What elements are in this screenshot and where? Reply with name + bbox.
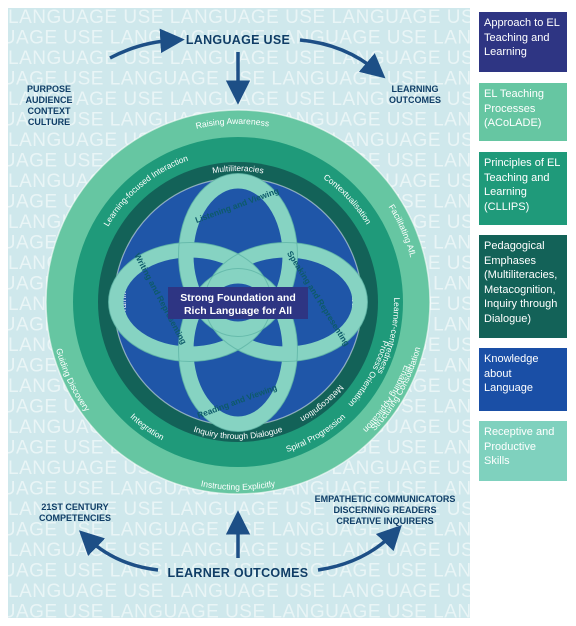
learning-outcomes-line-1: LEARNING [392, 84, 439, 94]
legend-approach: Approach to EL Teaching and Learning [479, 12, 567, 72]
watermark-row: LANGUAGE USE LANGUAGE USE LANGUAGE USE L… [0, 28, 576, 49]
context-line-4: CULTURE [28, 117, 70, 127]
outcome-line-1: EMPATHETIC COMMUNICATORS [315, 494, 456, 504]
context-factors-label: PURPOSE AUDIENCE CONTEXT CULTURE [25, 84, 72, 127]
center-box [168, 287, 308, 319]
legend-principles: Principles of EL Teaching and Learning (… [479, 152, 567, 225]
center-line-1: Strong Foundation and [180, 292, 295, 304]
language-use-label: LANGUAGE USE [186, 33, 290, 47]
center-line-2: Rich Language for All [184, 305, 292, 317]
legend-kal-label: Knowledge about Language [484, 353, 539, 394]
competencies-line-1: 21ST CENTURY [41, 502, 108, 512]
competencies-label: 21ST CENTURY COMPETENCIES [39, 502, 111, 523]
legend-skills: Receptive and Productive Skills [479, 421, 567, 481]
flow-arrows [78, 28, 402, 572]
acolade-ring-edge [45, 109, 431, 495]
instructing-explicitly-label: Instructing Explicitly [200, 478, 276, 492]
legend-principles-label: Principles of EL Teaching and Learning (… [484, 157, 561, 213]
legend-processes: EL Teaching Processes (ACoLADE) [479, 83, 567, 141]
legend-skills-label: Receptive and Productive Skills [484, 426, 555, 467]
outcome-descriptors-label: EMPATHETIC COMMUNICATORS DISCERNING READ… [315, 494, 456, 526]
arrow-to-competencies [78, 530, 159, 572]
context-line-3: CONTEXT [27, 106, 71, 116]
learner-outcomes-label: LEARNER OUTCOMES [168, 566, 309, 580]
legend-emphases-label: Pedagogical Emphases (Multiliteracies, M… [484, 240, 558, 325]
legend-emphases: Pedagogical Emphases (Multiliteracies, M… [479, 235, 567, 338]
legend-kal: Knowledge about Language [479, 348, 567, 411]
multiliteracies-label: Multiliteracies [211, 163, 264, 175]
outcome-line-3: CREATIVE INQUIRERS [336, 516, 433, 526]
watermark-row: LANGUAGE USE LANGUAGE USE LANGUAGE USE L… [0, 602, 576, 623]
watermark-row: LANGUAGE USE LANGUAGE USE LANGUAGE USE L… [8, 7, 576, 28]
legend-processes-label: EL Teaching Processes (ACoLADE) [484, 88, 544, 129]
outcome-line-2: DISCERNING READERS [333, 505, 436, 515]
watermark-row: LANGUAGE USE LANGUAGE USE LANGUAGE USE L… [0, 561, 576, 582]
arrow-to-language-use [109, 28, 185, 60]
competencies-line-2: COMPETENCIES [39, 513, 111, 523]
learning-outcomes-label: LEARNING OUTCOMES [389, 84, 441, 105]
arrow-to-outcomes [317, 524, 402, 572]
arrow-to-learning-outcomes [299, 38, 386, 79]
context-line-2: AUDIENCE [25, 95, 72, 105]
watermark-row: LANGUAGE USE LANGUAGE USE LANGUAGE USE L… [8, 499, 576, 520]
watermark-row: LANGUAGE USE LANGUAGE USE LANGUAGE USE L… [8, 581, 576, 602]
legend-approach-label: Approach to EL Teaching and Learning [484, 17, 560, 58]
learning-outcomes-line-2: OUTCOMES [389, 95, 441, 105]
context-line-1: PURPOSE [27, 84, 71, 94]
